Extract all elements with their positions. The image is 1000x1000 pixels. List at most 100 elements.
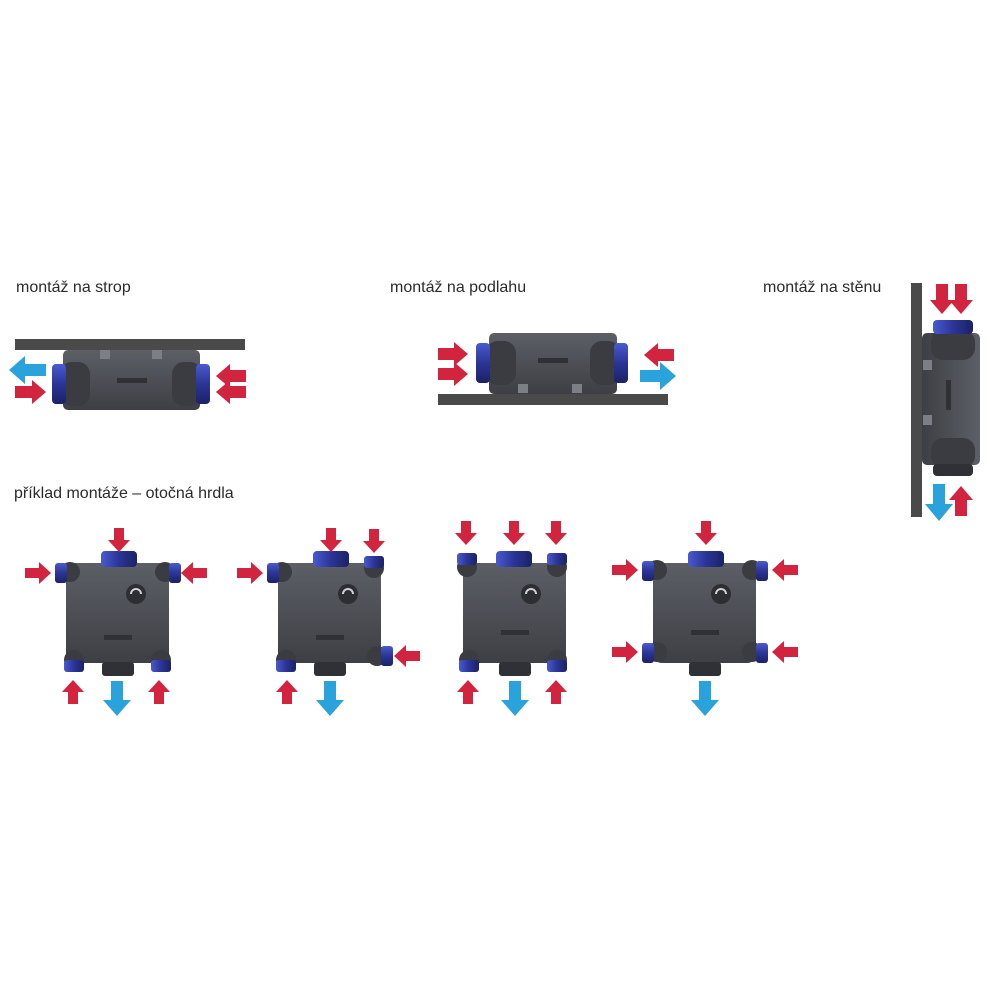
rotating-spigot xyxy=(756,643,768,663)
mount-bracket xyxy=(572,384,582,393)
inflow-arrow xyxy=(62,680,84,704)
inflow-arrow xyxy=(644,343,674,367)
outflow-arrow xyxy=(501,681,529,716)
rotating-spigot xyxy=(313,551,349,567)
fan-unit xyxy=(489,333,617,394)
outlet-spigot xyxy=(689,662,721,676)
mount-bracket xyxy=(923,415,932,425)
rotating-spigot xyxy=(756,561,768,581)
rotating-spigot xyxy=(151,660,171,672)
inflow-arrow xyxy=(503,521,525,545)
inflow-arrow xyxy=(363,529,385,553)
fan-logo-icon xyxy=(126,584,146,604)
inflow-arrow xyxy=(772,559,798,581)
mount-bracket xyxy=(518,384,528,393)
fan-unit xyxy=(653,563,756,663)
inflow-arrow xyxy=(930,284,954,314)
housing-slot xyxy=(501,630,529,635)
inflow-arrow xyxy=(545,521,567,545)
outlet-spigot xyxy=(933,464,973,476)
inflow-arrow xyxy=(612,641,638,663)
inflow-arrow xyxy=(181,562,207,584)
outflow-arrow xyxy=(640,362,676,390)
rotation-example-2 xyxy=(237,528,420,716)
wall-mount-diagram xyxy=(911,283,980,521)
rotating-spigot xyxy=(381,646,393,666)
fan-logo-icon xyxy=(130,588,142,595)
outflow-arrow xyxy=(9,356,46,384)
inflow-arrow xyxy=(394,645,420,667)
rotating-spigot xyxy=(64,660,84,672)
floor-mount-diagram xyxy=(438,333,676,405)
rotating-spigot xyxy=(364,556,384,568)
inflow-arrow xyxy=(25,562,51,584)
rotating-spigot xyxy=(688,551,724,567)
inflow-arrow xyxy=(612,559,638,581)
outlet-spigot xyxy=(499,662,531,676)
inflow-arrow xyxy=(15,380,46,404)
rotating-spigot xyxy=(196,364,210,404)
inflow-arrow xyxy=(216,364,246,388)
rotating-spigot xyxy=(476,343,490,383)
outflow-arrow xyxy=(691,681,719,716)
rotating-spigot xyxy=(457,553,477,565)
rotating-spigot xyxy=(101,551,137,567)
rotating-spigot xyxy=(276,660,296,672)
rotating-spigot xyxy=(547,553,567,565)
rotation-example-3 xyxy=(455,521,567,716)
inflow-arrow xyxy=(237,562,263,584)
inflow-arrow xyxy=(949,486,973,516)
inflow-arrow xyxy=(457,680,479,704)
housing-slot xyxy=(946,380,951,410)
rotating-spigot xyxy=(169,563,181,583)
fan-unit xyxy=(66,563,169,663)
inflow-arrow xyxy=(545,680,567,704)
inflow-arrow xyxy=(216,380,246,404)
rotating-spigot xyxy=(459,660,479,672)
ceiling-mount-diagram xyxy=(9,339,246,410)
outflow-arrow xyxy=(316,681,344,716)
inflow-arrow xyxy=(438,342,468,366)
label-ceiling-mount: montáž na strop xyxy=(16,279,131,296)
spigot-elbow xyxy=(931,330,975,360)
spigot-elbow xyxy=(60,362,90,406)
fan-logo-icon xyxy=(521,584,541,604)
housing-slot xyxy=(117,378,147,383)
inflow-arrow xyxy=(949,284,973,314)
spigot-elbow xyxy=(590,341,620,385)
rotation-example-1 xyxy=(25,528,207,716)
housing-slot xyxy=(316,635,344,640)
inflow-arrow xyxy=(695,521,717,545)
floor-surface xyxy=(438,394,668,405)
mount-bracket xyxy=(923,360,932,370)
fan-logo-icon xyxy=(338,584,358,604)
fan-logo-icon xyxy=(711,584,731,604)
outflow-arrow xyxy=(103,681,131,716)
rotating-spigot xyxy=(52,364,66,404)
fan-unit xyxy=(278,563,381,663)
wall-surface xyxy=(911,283,922,517)
outflow-arrow xyxy=(925,484,953,521)
label-wall-mount: montáž na stěnu xyxy=(763,279,882,296)
housing-slot xyxy=(104,635,132,640)
spigot-elbow xyxy=(172,362,202,406)
inflow-arrow xyxy=(276,680,298,704)
rotating-spigot xyxy=(614,343,628,383)
rotating-spigot xyxy=(642,561,654,581)
housing-slot xyxy=(538,358,568,363)
label-floor-mount: montáž na podlahu xyxy=(390,279,527,296)
fan-logo-icon xyxy=(342,588,354,595)
rotating-spigot xyxy=(933,320,973,334)
housing-slot xyxy=(691,630,719,635)
rotating-spigot xyxy=(547,660,567,672)
spigot-elbow xyxy=(486,341,516,385)
inflow-arrow xyxy=(438,362,468,386)
fan-unit xyxy=(463,563,566,663)
mount-bracket xyxy=(100,350,110,359)
fan-logo-icon xyxy=(525,588,537,595)
outlet-spigot xyxy=(102,662,134,676)
label-rotating-spigots-example: příklad montáže – otočná hrdla xyxy=(14,485,234,502)
inflow-arrow xyxy=(772,641,798,663)
inflow-arrow xyxy=(455,521,477,545)
